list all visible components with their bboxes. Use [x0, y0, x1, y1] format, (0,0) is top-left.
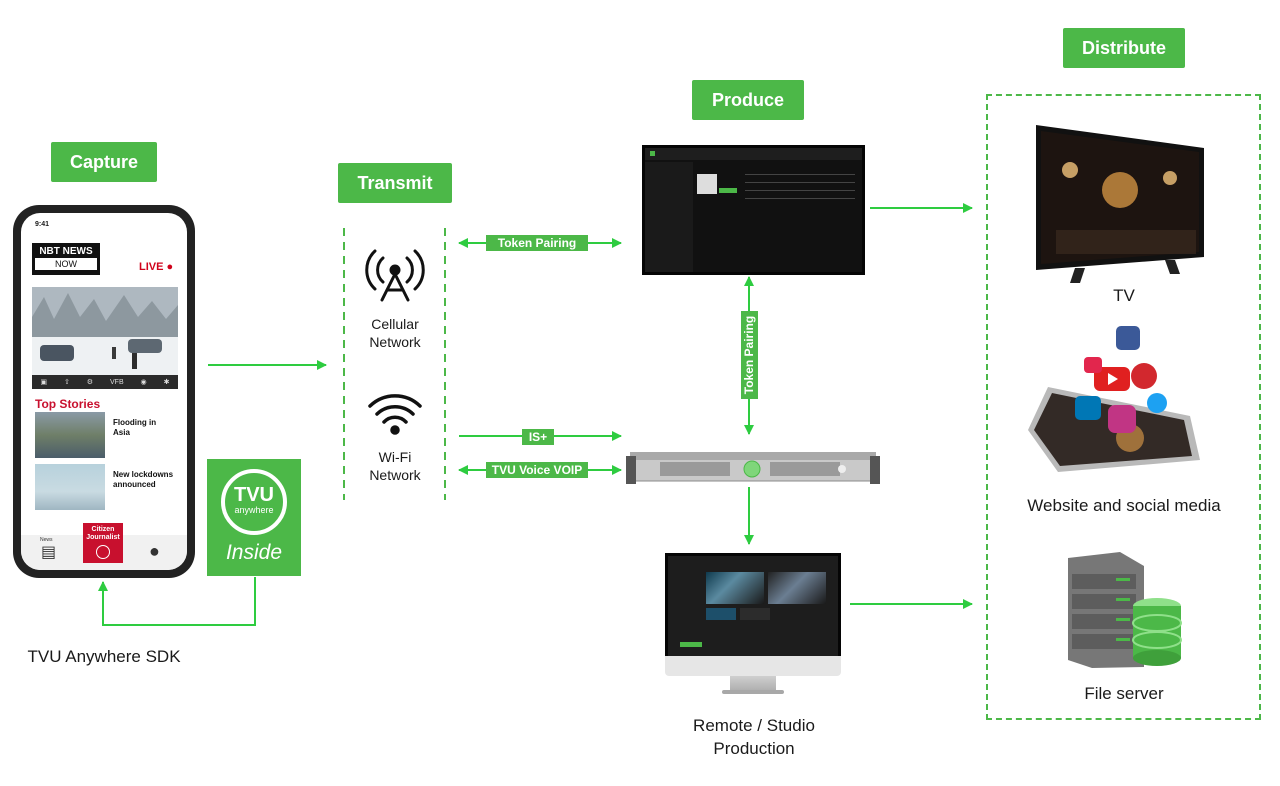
- qr-code-icon: [697, 174, 717, 194]
- dashboard-logo-icon: [650, 151, 655, 156]
- dashboard-row: [745, 174, 855, 175]
- dashboard-row: [745, 190, 855, 191]
- phone-time: 9:41: [35, 221, 50, 228]
- story-headline-2: New lockdowns announced: [113, 470, 174, 489]
- token-pairing-tag-h: Token Pairing: [486, 235, 588, 251]
- voice-voip-tag: TVU Voice VOIP: [486, 462, 588, 478]
- settings-icon[interactable]: ⚙: [86, 379, 94, 386]
- studio-source-1: [706, 608, 736, 620]
- snow-video-thumbnail[interactable]: [32, 287, 178, 375]
- live-dot-icon: ●: [166, 261, 174, 273]
- dashboard-row: [745, 198, 855, 199]
- brand-line2: NOW: [35, 258, 97, 270]
- studio-chin: [665, 656, 841, 676]
- news-tab-label: News: [40, 537, 53, 543]
- citizen-journalist-label: Citizen Journalist: [86, 526, 120, 541]
- stage-transmit: Transmit: [338, 163, 452, 203]
- stage-distribute: Distribute: [1063, 28, 1185, 68]
- dashboard-row: [745, 182, 855, 183]
- tvu-logo: TVU anywhere: [221, 469, 287, 535]
- tvu-anywhere-badge: TVU anywhere Inside: [207, 459, 301, 576]
- is-plus-tag: IS+: [522, 429, 554, 445]
- tvu-logo-sub: anywhere: [234, 505, 274, 515]
- dashboard-pair-button: [719, 188, 737, 193]
- flood-thumbnail: [35, 412, 105, 458]
- tvu-logo-text: TVU: [234, 484, 274, 506]
- film-icon[interactable]: ▣: [40, 379, 48, 386]
- distribute-box: [986, 94, 1261, 720]
- studio-go-button: [680, 642, 702, 647]
- news-tab-icon[interactable]: ▤: [41, 544, 57, 561]
- studio-preview-right: [768, 572, 826, 604]
- story-headline-1: Flooding in Asia: [113, 418, 157, 437]
- studio-source-2: [740, 608, 770, 620]
- upload-icon[interactable]: ⇧: [64, 379, 70, 386]
- tv-label: TV: [1113, 286, 1135, 305]
- camera-icon[interactable]: ◉: [140, 379, 147, 386]
- produce-dashboard-monitor[interactable]: [642, 145, 865, 275]
- live-text: LIVE: [139, 261, 164, 273]
- lockdown-thumbnail: [35, 464, 105, 510]
- studio-stand: [730, 676, 776, 690]
- studio-base: [722, 690, 784, 694]
- arrow-sdk-loop: [98, 577, 256, 626]
- news-brand-logo: NBT NEWS NOW: [32, 243, 100, 275]
- inside-label: Inside: [225, 541, 283, 564]
- phone-screen: 9:41 NBT NEWS NOW LIVE ● ▣ ⇧ ⚙ VFB ◉ ✱: [21, 213, 187, 570]
- dashboard-sidebar: [645, 162, 693, 272]
- profile-tab-icon[interactable]: ●: [149, 541, 160, 561]
- wifi-label: Wi-Fi Network: [369, 449, 421, 483]
- stage-capture: Capture: [51, 142, 157, 182]
- token-pairing-tag-v: Token Pairing: [741, 311, 758, 399]
- brand-line1: NBT NEWS: [39, 246, 93, 257]
- studio-preview-left: [706, 572, 764, 604]
- phone-device: 9:41 NBT NEWS NOW LIVE ● ▣ ⇧ ⚙ VFB ◉ ✱: [13, 205, 195, 578]
- dashboard-topbar: [645, 148, 862, 160]
- cellular-label: Cellular Network: [369, 316, 421, 350]
- section-title: Top Stories: [35, 397, 101, 411]
- snow-scene: [32, 287, 178, 375]
- file-server-label: File server: [1084, 684, 1164, 703]
- story-item-1[interactable]: Flooding in Asia: [35, 412, 177, 458]
- studio-screen: [665, 553, 841, 659]
- vfb-toggle[interactable]: VFB: [110, 378, 124, 386]
- web-social-label: Website and social media: [1027, 496, 1221, 515]
- camera-record-icon: [96, 545, 110, 559]
- story-item-2[interactable]: New lockdowns announced: [35, 464, 177, 510]
- flash-icon[interactable]: ✱: [163, 379, 170, 386]
- studio-production-label: Remote / Studio Production: [693, 716, 815, 758]
- citizen-journalist-button[interactable]: Citizen Journalist: [83, 523, 123, 563]
- live-indicator: LIVE ●: [139, 261, 173, 273]
- sdk-caption: TVU Anywhere SDK: [27, 647, 181, 666]
- stage-produce: Produce: [692, 80, 804, 120]
- video-toolbar: ▣ ⇧ ⚙ VFB ◉ ✱: [32, 375, 178, 389]
- token-pairing-v-text: Token Pairing: [742, 315, 757, 395]
